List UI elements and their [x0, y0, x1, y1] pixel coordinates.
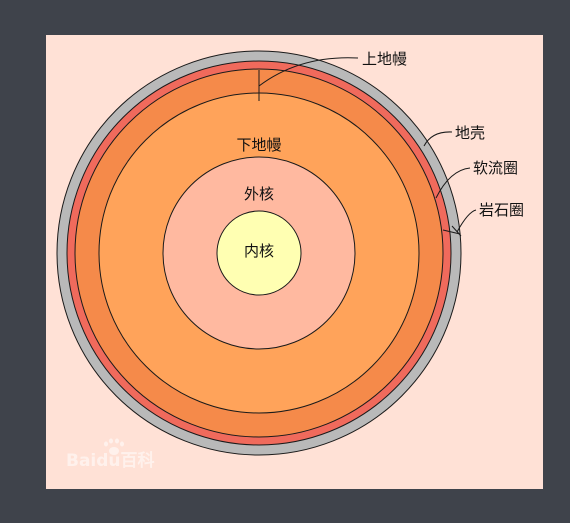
paw-icon	[104, 438, 124, 455]
upper-mantle-leader	[258, 57, 359, 87]
inner-core-label: 内核	[244, 242, 274, 260]
lithosphere-bracket-1	[442, 229, 461, 235]
lithosphere-label: 岩石圈	[479, 201, 524, 219]
lower-mantle-label: 下地幔	[236, 136, 281, 154]
crust-leader	[423, 131, 453, 147]
asthenosphere-leader	[435, 167, 471, 199]
watermark-text: Baidu百科	[66, 450, 155, 471]
upper-mantle-label: 上地幔	[362, 50, 407, 68]
baidu-watermark: Baidu百科	[66, 438, 155, 471]
asthenosphere-label: 软流圈	[473, 159, 518, 177]
inner-core-layer	[216, 210, 302, 296]
lithosphere-bracket-2	[451, 225, 462, 237]
outer-core-label: 外核	[244, 185, 274, 203]
lithosphere-leader	[456, 209, 477, 233]
crust-label: 地壳	[455, 124, 485, 142]
